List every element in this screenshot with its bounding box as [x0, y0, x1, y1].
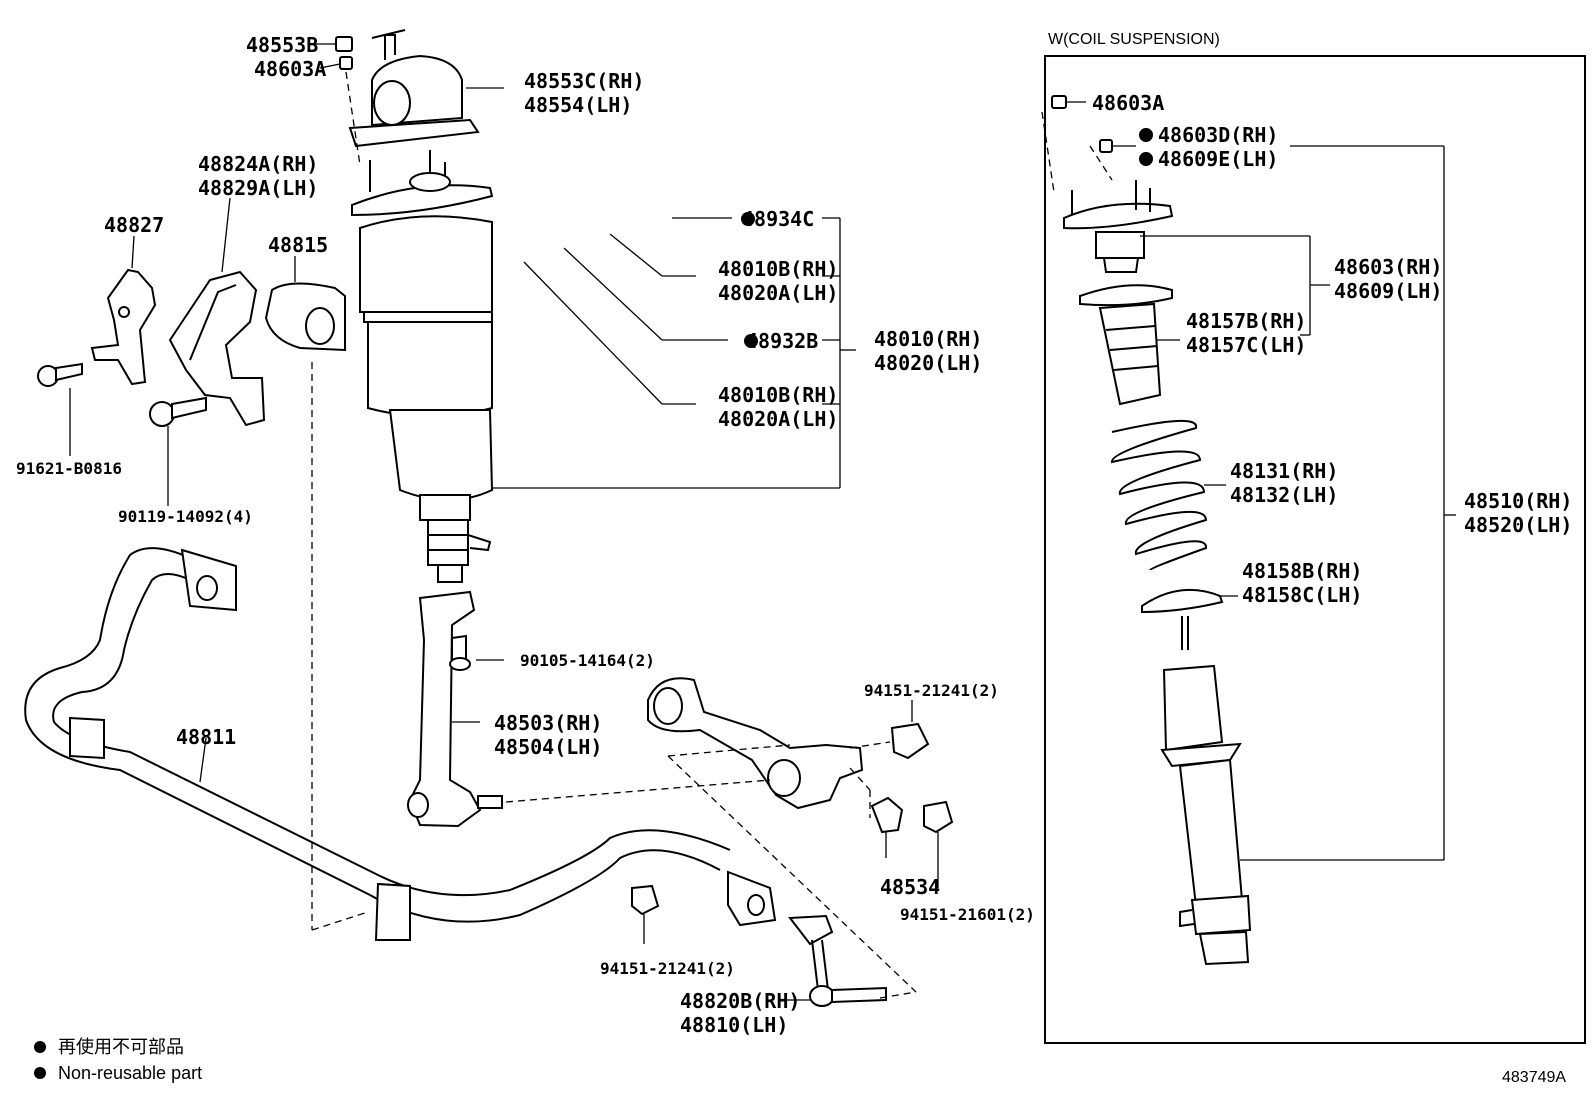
stabilizer-bar-illustration	[24, 547, 777, 941]
legend: 再使用不可部品 Non-reusable part	[34, 1037, 202, 1083]
bolt-91621-illustration	[37, 362, 83, 387]
label-c48603d: 48603D(RH)	[1158, 123, 1278, 147]
label-90105: 90105-14164(2)	[520, 651, 655, 670]
label-48820b: 48820B(RH)	[680, 989, 800, 1013]
non-reusable-markers	[741, 128, 1153, 348]
part-labels: 48553B 48603A 48553C(RH) 48554(LH) 48824…	[16, 31, 1572, 1037]
label-48811: 48811	[176, 725, 236, 749]
label-c48603a: 48603A	[1092, 91, 1164, 115]
marker-48934c	[741, 212, 755, 226]
nut-48553b-illustration	[335, 36, 361, 166]
label-48504: 48504(LH)	[494, 735, 602, 759]
label-48010b-a: 48010B(RH)	[718, 257, 838, 281]
bolt-90119-illustration	[149, 396, 207, 427]
label-94151-21601: 94151-21601(2)	[900, 905, 1035, 924]
legend-jp: 再使用不可部品	[58, 1037, 184, 1057]
label-91621: 91621-B0816	[16, 459, 122, 478]
label-c48510: 48510(RH)	[1464, 489, 1572, 513]
coil-leader-lines	[1066, 101, 1456, 861]
label-48553b: 48553B	[246, 33, 318, 57]
label-c48603: 48603(RH)	[1334, 255, 1442, 279]
label-48932b: 48932B	[746, 329, 818, 353]
label-48603a-top: 48603A	[254, 57, 326, 81]
label-48010: 48010(RH)	[874, 327, 982, 351]
label-c48132: 48132(LH)	[1230, 483, 1338, 507]
label-c48131: 48131(RH)	[1230, 459, 1338, 483]
label-c48158c: 48158C(LH)	[1242, 583, 1362, 607]
bushing-48815-illustration	[264, 282, 346, 352]
air-spring-illustration	[348, 29, 494, 583]
coil-suspension-box	[1044, 55, 1586, 1044]
leader-lines	[69, 43, 939, 1001]
assembly-dashed-lines	[311, 111, 1113, 999]
label-48827: 48827	[104, 213, 164, 237]
label-48020a-a: 48020A(LH)	[718, 281, 838, 305]
marker-48932b	[744, 334, 758, 348]
coil-strut-illustration	[1051, 95, 1252, 966]
arm-48503-illustration	[407, 590, 503, 828]
label-48020: 48020(LH)	[874, 351, 982, 375]
label-90119: 90119-14092(4)	[118, 507, 253, 526]
marker-48609e	[1139, 152, 1153, 166]
label-48503: 48503(RH)	[494, 711, 602, 735]
label-94151-a: 94151-21241(2)	[864, 681, 999, 700]
legend-dot-jp	[34, 1041, 46, 1053]
label-48534: 48534	[880, 875, 940, 899]
label-c48157b: 48157B(RH)	[1186, 309, 1306, 333]
bracket-48827-illustration	[90, 268, 157, 386]
label-48815: 48815	[268, 233, 328, 257]
label-48810: 48810(LH)	[680, 1013, 788, 1037]
link-48820b-illustration	[788, 914, 887, 1007]
label-48020a-b: 48020A(LH)	[718, 407, 838, 431]
control-arm-illustration	[631, 677, 954, 916]
label-c48609e: 48609E(LH)	[1158, 147, 1278, 171]
label-c48157c: 48157C(LH)	[1186, 333, 1306, 357]
label-48829a: 48829A(LH)	[198, 176, 318, 200]
label-c48520: 48520(LH)	[1464, 513, 1572, 537]
coil-box-title: W(COIL SUSPENSION)	[1048, 31, 1220, 48]
diagram-id: 483749A	[1502, 1069, 1566, 1086]
label-c48158b: 48158B(RH)	[1242, 559, 1362, 583]
label-48010b-b: 48010B(RH)	[718, 383, 838, 407]
label-94151-b: 94151-21241(2)	[600, 959, 735, 978]
label-48824a: 48824A(RH)	[198, 152, 318, 176]
label-48553c: 48553C(RH)	[524, 69, 644, 93]
marker-48603d	[1139, 128, 1153, 142]
legend-en: Non-reusable part	[58, 1063, 202, 1083]
bracket-48824a-illustration	[168, 270, 266, 427]
label-c48609: 48609(LH)	[1334, 279, 1442, 303]
label-48554: 48554(LH)	[524, 93, 632, 117]
legend-dot-en	[34, 1067, 46, 1079]
